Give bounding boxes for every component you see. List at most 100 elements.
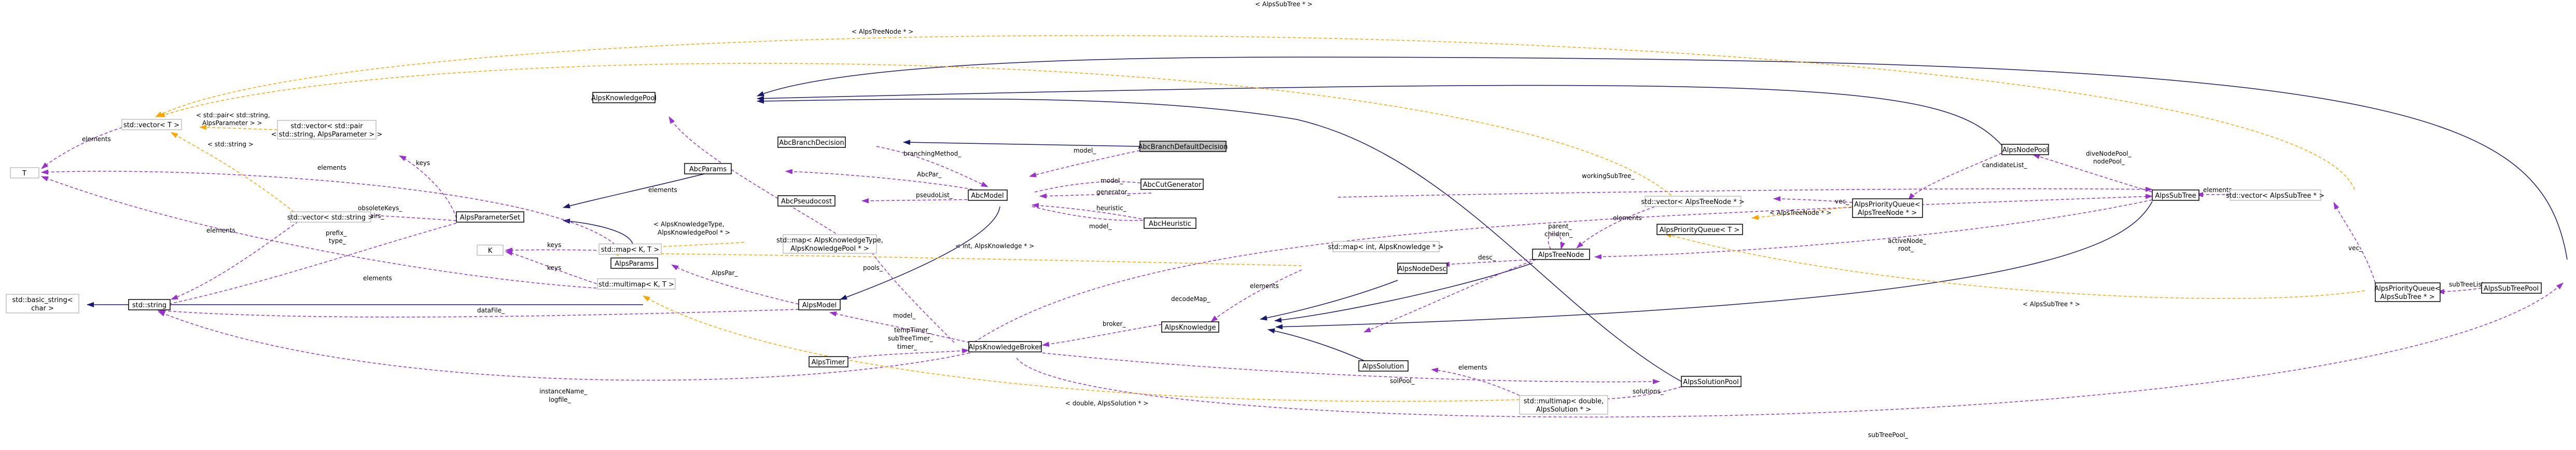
node-k[interactable]: K xyxy=(477,244,504,256)
edge-workingsubtree-alt xyxy=(1338,186,2153,198)
node-std-vector-t[interactable]: std::vector< T > xyxy=(121,119,182,130)
edge-generator-back xyxy=(1034,181,1152,193)
label-model-heuristic: model_ xyxy=(1089,223,1112,230)
label-keys-map: keys xyxy=(547,241,561,249)
edge-vec-tree xyxy=(1773,196,1853,203)
node-label: AlpsNodeDesc xyxy=(1398,265,1446,273)
edge-vector-t-elements xyxy=(41,124,133,169)
node-std-vector-tree-node[interactable]: std::vector< AlpsTreeNode * > xyxy=(1641,196,1745,207)
node-abc-params[interactable]: AbcParams xyxy=(684,163,732,174)
node-alps-timer[interactable]: AlpsTimer xyxy=(809,356,848,367)
node-alps-params[interactable]: AlpsParams xyxy=(610,257,658,269)
node-alps-subtree-pool[interactable]: AlpsSubTreePool xyxy=(2481,282,2542,294)
node-abc-branch-decision[interactable]: AbcBranchDecision xyxy=(777,137,846,148)
node-label: AlpsSubTree xyxy=(2155,192,2196,200)
node-label: std::map< K, T > xyxy=(601,246,660,254)
node-abc-model[interactable]: AbcModel xyxy=(968,189,1008,201)
edge-subtree-to-knowledge xyxy=(1275,201,2153,330)
edge-k-keys-multimap xyxy=(505,250,602,286)
node-label: AlpsPriorityQueue< T > xyxy=(1660,226,1740,234)
node-alps-tree-node[interactable]: AlpsTreeNode xyxy=(1532,249,1590,260)
node-std-multimap-double-solution[interactable]: std::multimap< double, AlpsSolution * > xyxy=(1519,395,1608,415)
node-alps-node-desc[interactable]: AlpsNodeDesc xyxy=(1397,263,1447,274)
label-elements-t: elements xyxy=(317,164,346,171)
edge-alps-params-to-param-set xyxy=(563,219,633,244)
node-label: AbcBranchDecision xyxy=(779,139,844,147)
node-alps-model[interactable]: AlpsModel xyxy=(798,299,841,310)
label-pools: pools_ xyxy=(863,264,883,271)
node-abc-heuristic[interactable]: AbcHeuristic xyxy=(1144,217,1196,229)
node-abc-cut-generator[interactable]: AbcCutGenerator xyxy=(1140,179,1204,190)
label-knowledge-type-1: < AlpsKnowledgeType, xyxy=(653,221,725,228)
node-label: std::multimap< K, T > xyxy=(598,281,674,289)
label-generator: generator_ xyxy=(1096,188,1131,196)
node-label: AlpsSolution xyxy=(1362,363,1404,371)
edge-instance-name xyxy=(158,311,970,381)
label-instance-name: instanceName_ xyxy=(539,388,588,395)
label-alps-subtree-top: < AlpsSubTree * > xyxy=(1255,1,1313,8)
node-label: AlpsModel xyxy=(802,302,837,309)
label-std-string-arg: < std::string > xyxy=(207,141,254,148)
label-data-file: dataFile_ xyxy=(477,307,505,314)
edge-t-elements xyxy=(41,169,623,252)
node-alps-priority-queue-tree-node[interactable]: AlpsPriorityQueue< AlpsTreeNode * > xyxy=(1852,198,1923,218)
node-alps-subtree[interactable]: AlpsSubTree xyxy=(2152,189,2199,201)
node-label: std::vector< AlpsTreeNode * > xyxy=(1641,198,1744,206)
node-label: AlpsTimer xyxy=(812,359,845,366)
edge-subtree-list xyxy=(2437,288,2482,294)
node-std-map-knowledge-type[interactable]: std::map< AlpsKnowledgeType, AlpsKnowled… xyxy=(776,234,883,254)
edge-decode-elements xyxy=(1210,269,1302,322)
node-label-1: AlpsPriorityQueue< xyxy=(1854,201,1920,209)
edge-model-broker xyxy=(829,311,970,343)
edge-alps-par xyxy=(671,264,799,305)
label-model-broker: model_ xyxy=(893,312,916,319)
label-vec-tree: vec_ xyxy=(1835,198,1849,205)
node-label-2: AlpsSubTree * > xyxy=(2380,293,2434,301)
label-node-pool: nodePool_ xyxy=(2093,158,2125,165)
edge-decode-map xyxy=(1363,254,1551,333)
node-label: AlpsParameterSet xyxy=(460,214,521,222)
node-std-map-int-knowledge[interactable]: std::map< int, AlpsKnowledge * > xyxy=(1328,241,1444,252)
node-t[interactable]: T xyxy=(10,167,39,179)
edge-data-file xyxy=(158,308,799,318)
node-label: AbcPseudocost xyxy=(781,198,832,206)
label-elements-tree-vector: elements xyxy=(1613,214,1642,222)
edge-subtree-pool-to-knowledge-pool xyxy=(757,57,2568,260)
label-active-node: activeNode_ xyxy=(1888,237,1927,244)
node-std-basic-string[interactable]: std::basic_string< char > xyxy=(6,294,79,313)
node-alps-solution[interactable]: AlpsSolution xyxy=(1358,360,1409,372)
label-desc: desc_ xyxy=(1478,254,1496,261)
node-alps-node-pool[interactable]: AlpsNodePool xyxy=(2001,144,2049,155)
edge-broker xyxy=(1042,324,1162,347)
node-label: std::vector< AlpsSubTree * > xyxy=(2226,192,2324,200)
node-std-vector-subtree[interactable]: std::vector< AlpsSubTree * > xyxy=(2226,189,2324,201)
node-alps-knowledge[interactable]: AlpsKnowledge xyxy=(1161,321,1219,333)
node-alps-knowledge-pool[interactable]: AlpsKnowledgePool xyxy=(591,92,657,103)
edge-tpl-double-solution xyxy=(643,295,1520,402)
node-std-string[interactable]: std::string xyxy=(128,299,171,310)
node-label-1: std::basic_string< xyxy=(12,296,73,304)
node-abc-branch-default-decision[interactable]: AbcBranchDefaultDecision xyxy=(1138,141,1228,152)
node-alps-knowledge-broker[interactable]: AlpsKnowledgeBroker xyxy=(968,341,1042,352)
node-label: AlpsKnowledge xyxy=(1165,324,1216,332)
node-std-vector-pair[interactable]: std::vector< std::pair < std::string, Al… xyxy=(271,120,383,140)
node-abc-pseudocost[interactable]: AbcPseudocost xyxy=(777,195,836,207)
node-std-map-kt[interactable]: std::map< K, T > xyxy=(598,243,662,255)
node-alps-priority-queue-subtree[interactable]: AlpsPriorityQueue< AlpsSubTree * > xyxy=(2374,282,2441,302)
label-heuristic: heuristic_ xyxy=(1096,204,1127,212)
edge-tpl-string xyxy=(171,132,299,216)
node-label: AlpsParams xyxy=(615,260,654,268)
edge-map-knowledgetype-pools xyxy=(866,243,955,343)
node-std-multimap-kt[interactable]: std::multimap< K, T > xyxy=(597,278,676,290)
label-keys-pair: keys xyxy=(416,159,430,167)
node-alps-priority-queue-t[interactable]: AlpsPriorityQueue< T > xyxy=(1656,224,1743,235)
label-temp-timer: tempTimer_ xyxy=(894,326,932,334)
node-std-vector-string[interactable]: std::vector< std::string > xyxy=(287,211,373,223)
label-solutions: solutions_ xyxy=(1633,388,1664,395)
node-alps-parameter-set[interactable]: AlpsParameterSet xyxy=(456,211,524,223)
node-label-2: char > xyxy=(31,305,54,312)
edge-tpl-pair xyxy=(199,125,278,130)
node-alps-solution-pool[interactable]: AlpsSolutionPool xyxy=(1681,376,1742,387)
node-label: AbcHeuristic xyxy=(1149,220,1191,228)
edge-solution-pool-to-knowledge-pool xyxy=(757,98,1682,382)
